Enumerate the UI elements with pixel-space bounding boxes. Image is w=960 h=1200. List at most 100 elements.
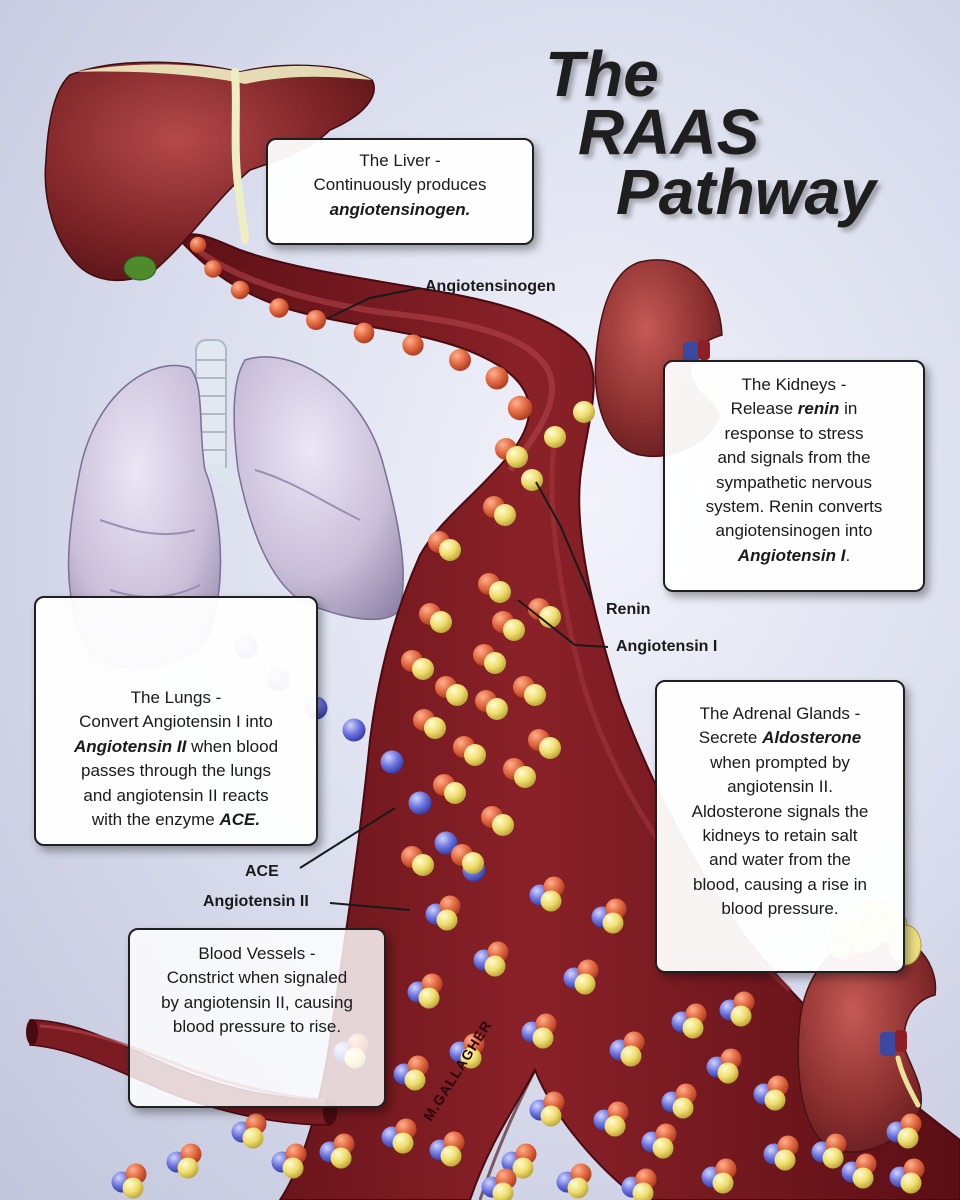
adrenal-box-line: Aldosterone signals the	[691, 801, 869, 821]
renin-molecule	[544, 426, 566, 448]
molecule-layer	[111, 236, 925, 1200]
angiotensinogen-molecule	[507, 395, 533, 421]
adrenal-box-line: The Adrenal Glands -	[699, 704, 861, 723]
angiotensin1-molecule	[439, 539, 461, 561]
angiotensin1-molecule	[503, 619, 525, 641]
angiotensin1-molecule	[446, 684, 468, 706]
angiotensin2-molecule	[632, 1182, 654, 1200]
vessels-box-line: blood pressure to rise.	[172, 1017, 342, 1037]
lungs-box-line: The Lungs -	[130, 688, 222, 707]
angiotensin1-molecule	[539, 737, 561, 759]
renin-molecule	[573, 401, 595, 423]
aldosterone-term: Aldosterone	[762, 728, 862, 748]
vessels-box-line: Blood Vessels -	[198, 944, 316, 963]
angiotensin2-molecule	[774, 1149, 796, 1171]
angiotensin2-molecule	[440, 1145, 462, 1167]
angiotensinogen-molecule	[449, 349, 471, 371]
liver	[44, 61, 375, 282]
label-angiotensin2: Angiotensin II	[203, 893, 309, 910]
angiotensinogen-molecule	[402, 334, 424, 356]
ace-molecule	[408, 791, 432, 815]
leader-renin	[535, 481, 593, 601]
adrenal-box-line: angiotensin II.	[727, 777, 833, 797]
leader-angiotensin1	[517, 599, 609, 648]
angiotensin1-molecule	[462, 852, 484, 874]
angiotensin2-molecule	[897, 1127, 919, 1149]
lungs-box-line: and angiotensin II reacts	[83, 785, 269, 805]
lungs-info-box: The Lungs - Convert Angiotensin I into A…	[34, 596, 318, 846]
ace-molecule	[434, 831, 458, 855]
angiotensinogen-molecule	[269, 298, 289, 318]
angiotensin2-molecule	[672, 1097, 694, 1119]
angiotensin2-term: Angiotensin II	[73, 736, 187, 756]
angiotensin1-molecule	[489, 581, 511, 603]
angiotensin2-molecule	[492, 1182, 514, 1200]
angiotensinogen-molecule	[306, 310, 326, 330]
angiotensin2-molecule	[242, 1127, 264, 1149]
adrenal-box-line: kidneys to retain salt	[702, 826, 858, 846]
liver-info-box: The Liver - Continuously produces angiot…	[266, 138, 534, 245]
angiotensin1-molecule	[492, 814, 514, 836]
angiotensin2-molecule	[852, 1167, 874, 1189]
kidneys-box-line: angiotensinogen into	[715, 521, 873, 541]
angiotensin2-molecule	[177, 1157, 199, 1179]
angiotensinogen-molecule	[189, 236, 207, 254]
angiotensin1-molecule	[412, 854, 434, 876]
kidneys-box-line: The Kidneys -	[741, 375, 847, 394]
leader-angiotensinogen	[327, 287, 421, 319]
angiotensin2-molecule	[330, 1147, 352, 1169]
adrenal-box-line: blood pressure.	[721, 899, 839, 919]
angiotensin2-molecule	[392, 1132, 414, 1154]
angiotensin2-molecule	[712, 1172, 734, 1194]
angiotensin1-molecule	[464, 744, 486, 766]
angiotensinogen-molecule	[230, 280, 250, 300]
kidneys-box-line: system. Renin converts	[705, 497, 883, 517]
angiotensin2-molecule	[682, 1017, 704, 1039]
adrenal-box-line: and water from the	[709, 850, 851, 870]
adrenal-box-line: when prompted by	[710, 752, 850, 772]
title-raas: RAAS	[578, 96, 760, 168]
angiotensin1-molecule	[486, 698, 508, 720]
angiotensin1-molecule	[539, 606, 561, 628]
angiotensin2-molecule	[460, 1047, 482, 1069]
renin-term: renin	[797, 399, 840, 419]
angiotensin1-molecule	[506, 446, 528, 468]
adrenal-box-line: Secrete Aldosterone	[698, 728, 862, 748]
title-the: The	[545, 38, 659, 110]
liver-box-line: angiotensinogen.	[329, 199, 471, 219]
ace-molecule	[380, 750, 404, 774]
vessels-info-box: Blood Vessels - Constrict when signaled …	[128, 928, 386, 1108]
angiotensin2-molecule	[540, 890, 562, 912]
angiotensin2-molecule	[122, 1177, 144, 1199]
angiotensin2-molecule	[404, 1069, 426, 1091]
angiotensin2-molecule	[730, 1005, 752, 1027]
title-pathway: Pathway	[616, 156, 876, 228]
angiotensin2-molecule	[574, 973, 596, 995]
angiotensin2-molecule	[436, 909, 458, 931]
leader-angiotensin2	[329, 902, 411, 911]
angiotensin2-molecule	[532, 1027, 554, 1049]
angiotensin1-molecule	[524, 684, 546, 706]
angiotensin1-molecule	[430, 611, 452, 633]
angiotensin2-molecule	[484, 955, 506, 977]
angiotensin2-molecule	[652, 1137, 674, 1159]
angiotensinogen-molecule	[204, 260, 222, 278]
adrenal-box-line: blood, causing a rise in	[693, 874, 867, 894]
label-angiotensinogen: Angiotensinogen	[425, 278, 556, 295]
angiotensin1-term: Angiotensin I	[737, 545, 846, 565]
angiotensin1-molecule	[424, 717, 446, 739]
label-renin: Renin	[606, 601, 651, 618]
angiotensin1-molecule	[484, 652, 506, 674]
leader-lines	[299, 287, 609, 911]
angiotensin2-molecule	[540, 1105, 562, 1127]
angiotensin1-molecule	[514, 766, 536, 788]
lungs-box-line: passes through the lungs	[81, 761, 271, 781]
vessels-box-line: by angiotensin II, causing	[161, 992, 353, 1012]
angiotensin1-molecule	[494, 504, 516, 526]
ace-term: ACE.	[219, 810, 261, 830]
liver-box-line: The Liver -	[359, 151, 441, 170]
angiotensinogen-molecule	[353, 322, 375, 344]
angiotensin2-molecule	[620, 1045, 642, 1067]
angiotensin2-molecule	[567, 1177, 589, 1199]
